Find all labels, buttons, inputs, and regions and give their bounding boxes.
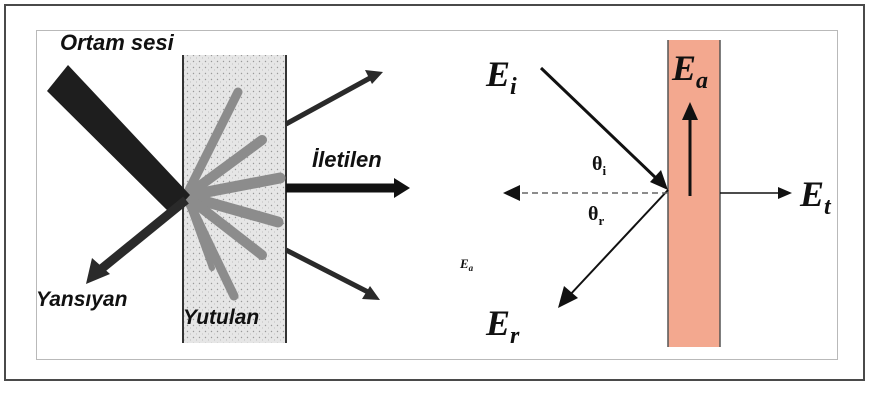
- absorbed-field-label: Ea: [671, 48, 708, 94]
- incident-field-label: Ei: [485, 54, 517, 100]
- normal-arrow-head: [503, 185, 520, 201]
- transmitted-ray-upper-head: [365, 70, 383, 84]
- right-figure: Ei Er Ea Et Ea θi θr: [459, 40, 832, 349]
- transmitted-field-label: Et: [799, 174, 832, 220]
- incident-ray-head: [650, 170, 668, 190]
- transmitted-ray-lower: [284, 247, 370, 295]
- absorbed-rays: [180, 87, 286, 301]
- reflected-label: Yansıyan: [36, 288, 127, 311]
- transmitted-ray-upper: [284, 75, 372, 127]
- incident-sound-beam: [47, 65, 190, 215]
- transmitted-ray-head: [778, 187, 792, 199]
- transmitted-label: İletilen: [312, 147, 382, 172]
- transmitted-ray-main-head: [394, 178, 410, 198]
- material-slab: [668, 40, 720, 347]
- incident-angle-label: θi: [592, 153, 606, 178]
- reflected-ray: [567, 189, 669, 298]
- small-field-label: Ea: [459, 256, 474, 273]
- reflected-arrowhead: [86, 258, 110, 284]
- reflected-field-label: Er: [485, 303, 520, 349]
- left-figure: Ortam sesi İletilen Yansıyan Yutulan: [36, 30, 410, 343]
- reflected-sound-ray: [97, 196, 189, 274]
- absorbed-arrow-head: [682, 102, 698, 120]
- absorbed-label: Yutulan: [183, 306, 259, 329]
- transmitted-ray-lower-head: [362, 286, 380, 300]
- incident-ray: [539, 66, 660, 182]
- incident-label: Ortam sesi: [60, 30, 175, 55]
- reflected-angle-label: θr: [588, 203, 604, 228]
- reflected-ray-head: [558, 286, 578, 308]
